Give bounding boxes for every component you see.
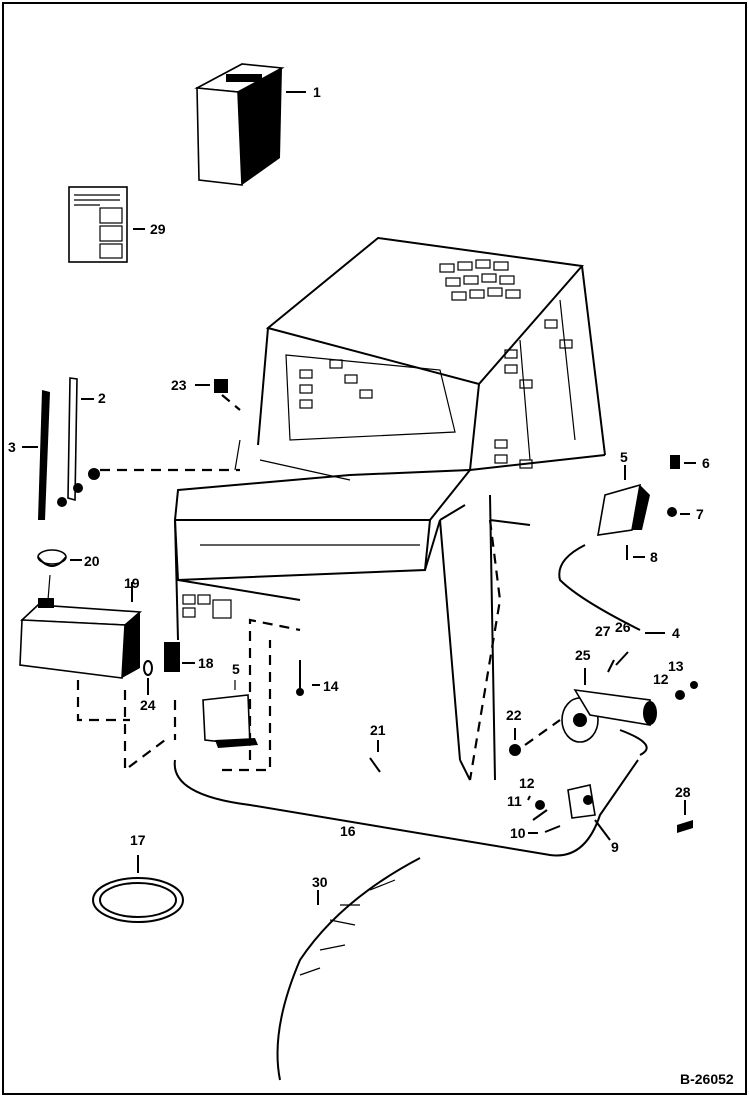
washer-12b [535,800,545,810]
callout-28: 28 [675,784,691,800]
callout-30: 30 [312,874,328,890]
callout-21: 21 [370,722,386,738]
callout-3: 3 [8,439,16,455]
screw-11 [532,809,548,821]
washer-12 [675,690,685,700]
operator-cab [173,236,606,781]
callout-8: 8 [650,549,658,565]
callout-16: 16 [340,823,356,839]
callout-23: 23 [171,377,187,393]
wiper-motor [561,668,657,756]
clip-28 [677,820,693,833]
pin-21 [369,740,381,773]
connector-27 [607,659,615,673]
instruction-sheet [68,186,145,263]
callout-9: 9 [611,839,619,855]
callout-1: 1 [313,84,321,100]
callout-14: 14 [323,678,339,694]
wiper-blade-arm [22,377,240,520]
washer-hose [173,759,639,857]
washer-pump [143,642,195,695]
screw-10 [544,825,561,833]
callout-12-lower: 12 [519,775,535,791]
callout-26: 26 [615,619,631,635]
connector-26 [615,651,629,666]
callout-27: 27 [595,623,611,639]
callout-19: 19 [124,575,140,591]
wire-harness [276,857,421,1081]
cable-4 [558,544,641,631]
bracket-15 [202,680,258,748]
plug-6 [670,455,680,469]
screw-14 [296,660,320,696]
cap-23 [195,379,241,411]
callout-24: 24 [140,697,156,713]
callout-5-bracket: 5 [232,661,240,677]
kit-box [194,63,306,186]
callout-4: 4 [672,625,680,641]
callout-12-upper: 12 [653,671,669,687]
callout-17: 17 [130,832,146,848]
hose-coil [92,855,184,923]
callout-5-motor: 5 [620,449,628,465]
washer-reservoir [19,582,142,679]
motor-housing-bracket [597,465,650,536]
nut-13 [690,681,698,689]
callout-25: 25 [575,647,591,663]
callout-13: 13 [668,658,684,674]
callout-6: 6 [702,455,710,471]
grommet-22 [509,744,521,756]
bracket-9 [567,784,611,841]
callout-11: 11 [507,793,522,809]
callout-18: 18 [198,655,214,671]
washer-cap [37,549,82,601]
nut-7 [667,507,677,517]
callout-20: 20 [84,553,100,569]
callout-29: 29 [150,221,166,237]
callout-7: 7 [696,506,704,522]
callout-22: 22 [506,707,522,723]
figure-reference: B-26052 [680,1071,734,1087]
callout-2: 2 [98,390,106,406]
callout-10: 10 [510,825,526,841]
